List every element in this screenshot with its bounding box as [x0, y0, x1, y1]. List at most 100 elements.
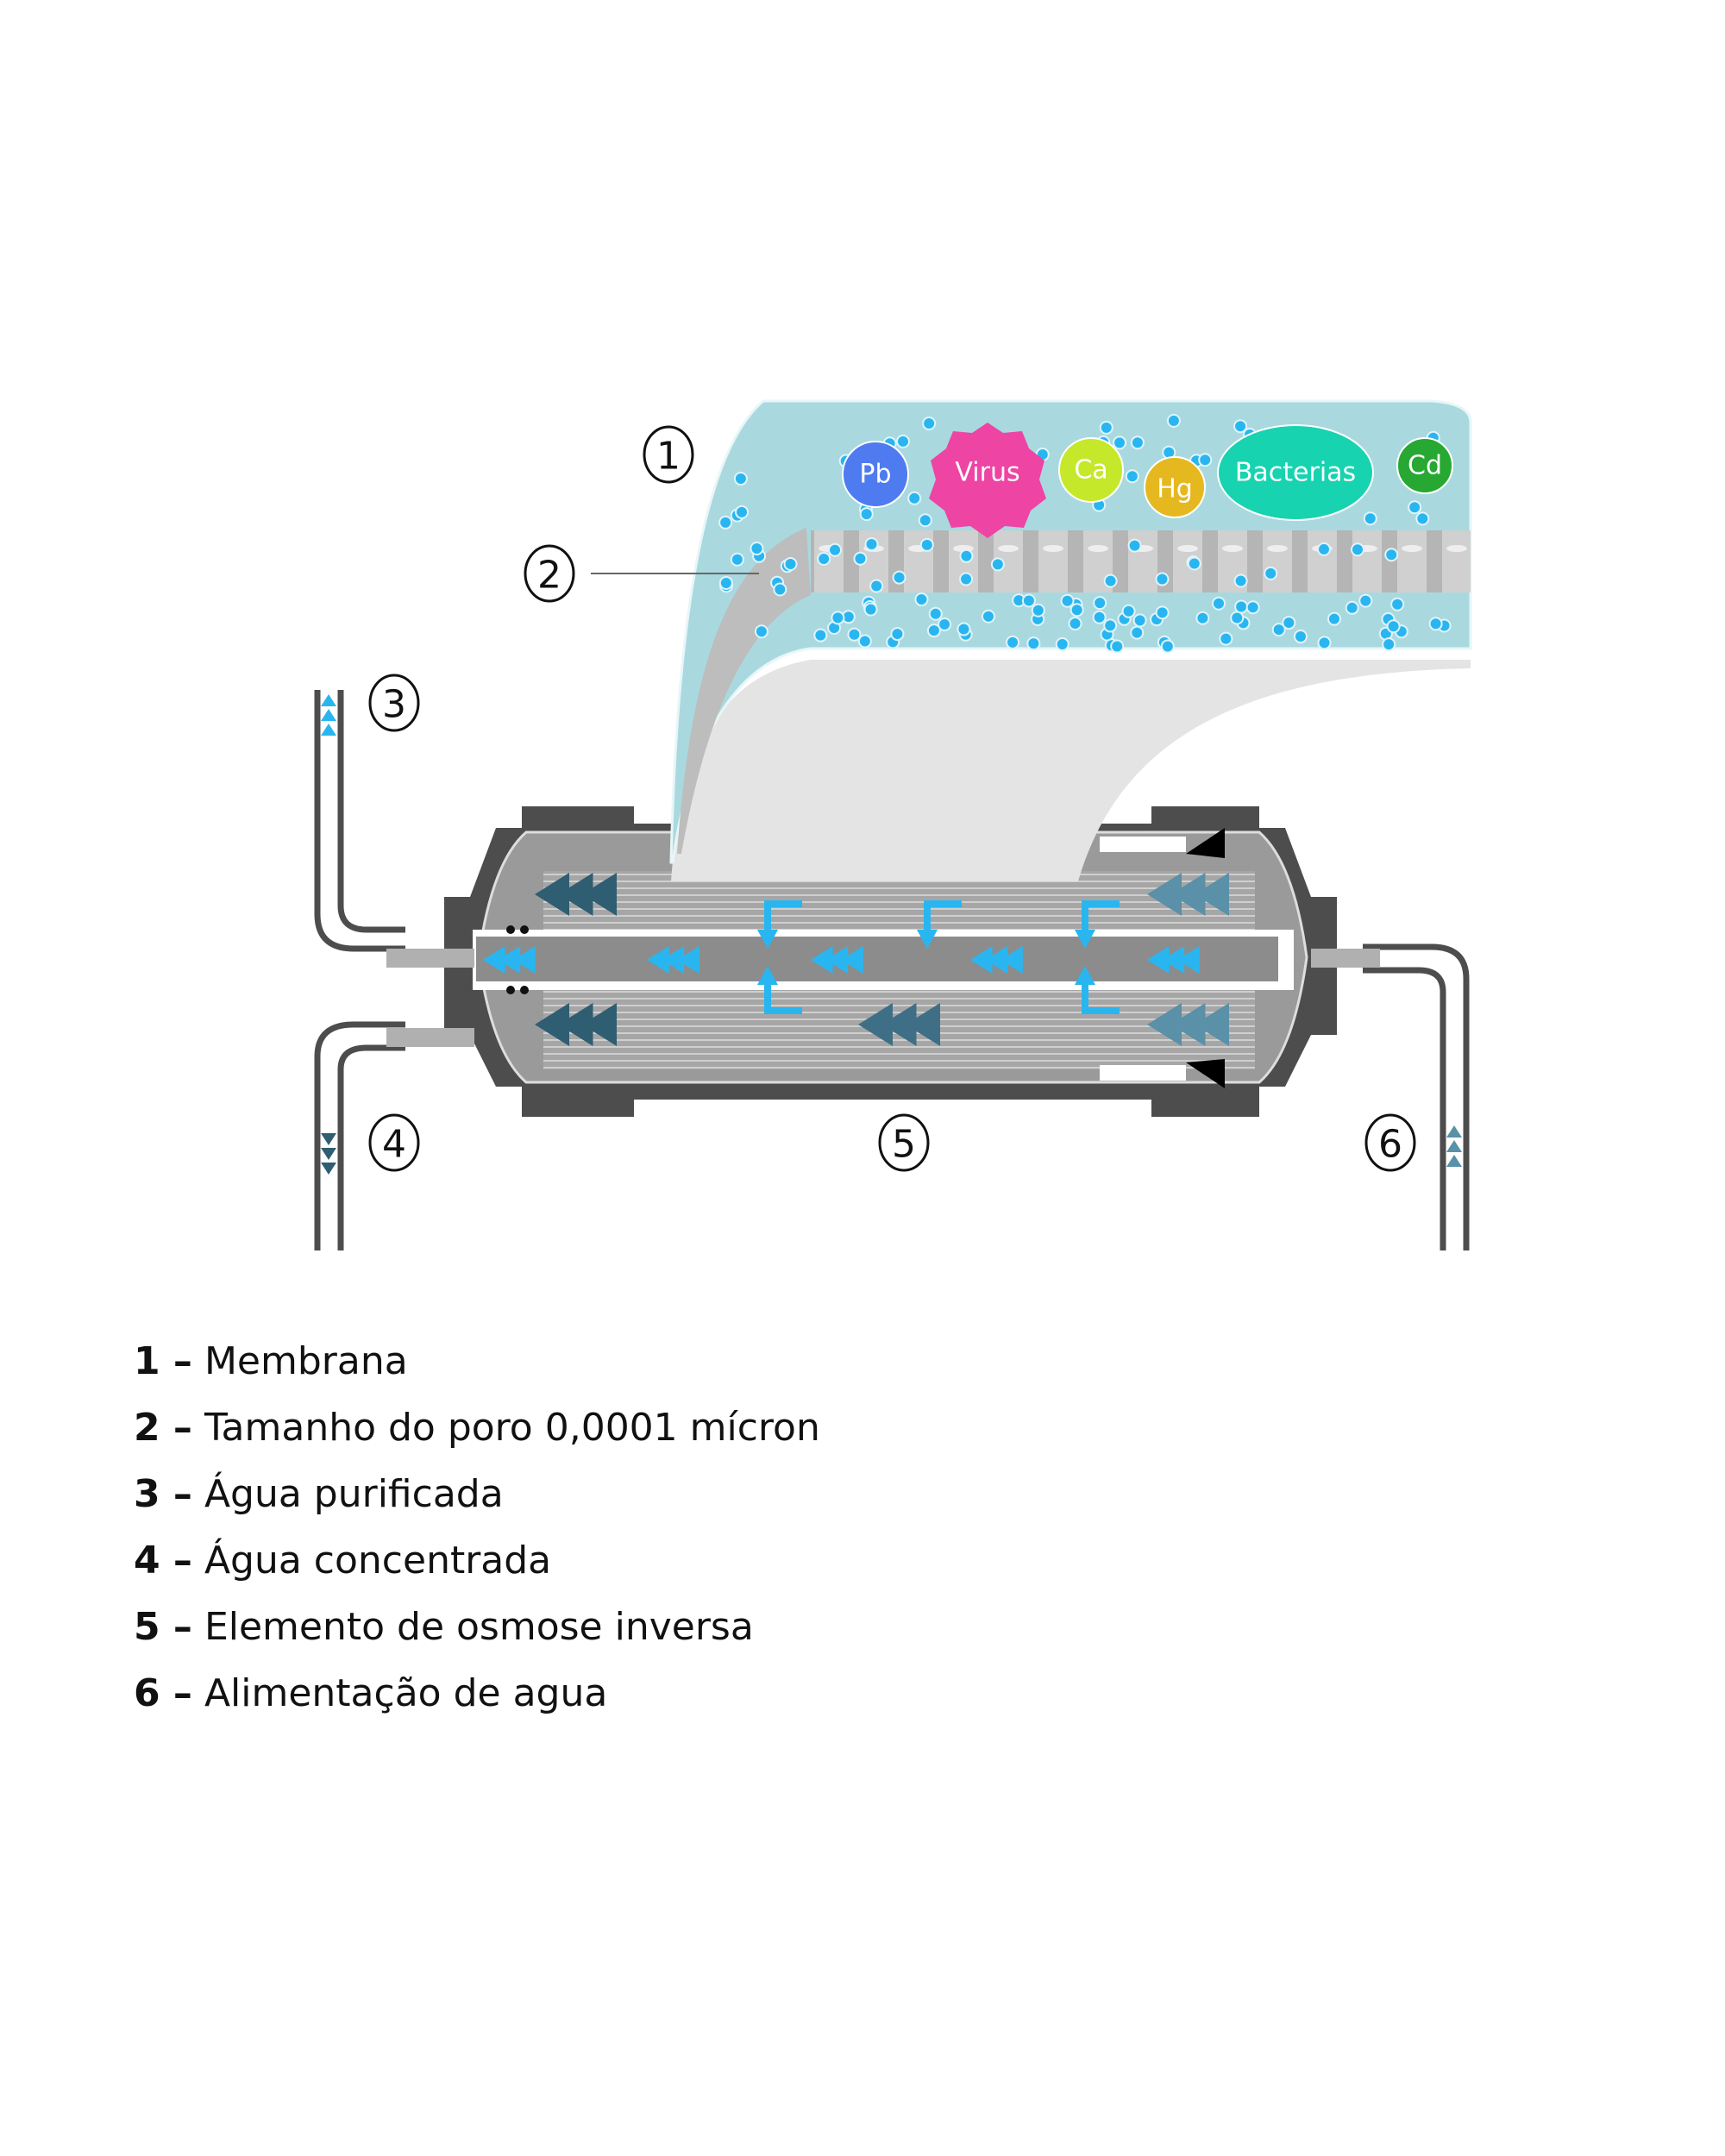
water-drop: [750, 541, 764, 555]
water-drop: [981, 609, 995, 624]
flow-arrows: [483, 873, 1229, 1046]
water-drop: [1408, 500, 1422, 515]
svg-text:Cd: Cd: [1408, 451, 1442, 481]
water-drop: [1384, 548, 1399, 562]
pipe-purified-water: [314, 690, 405, 952]
flow-arrow: [498, 946, 521, 974]
membrane-pores: [811, 530, 1471, 592]
flow-arrow: [1147, 1003, 1182, 1046]
water-drop: [847, 627, 862, 642]
flow-arrow: [647, 946, 669, 974]
particle-bacterias: Bacterias: [1217, 424, 1374, 521]
water-drop: [1110, 639, 1125, 654]
water-drop: [926, 624, 941, 638]
water-drop: [1212, 596, 1226, 611]
water-drop: [1363, 511, 1377, 526]
water-drop: [1068, 617, 1082, 631]
flow-arrow: [985, 946, 1008, 974]
particle-pb: Pb: [842, 441, 909, 508]
water-drop: [735, 505, 750, 519]
flow-arrow: [1195, 873, 1229, 916]
water-drop: [1187, 556, 1201, 571]
water-drop: [1233, 573, 1248, 588]
particle-virus: Virus: [929, 423, 1046, 538]
water-drop: [1195, 611, 1210, 625]
callout-6: 6: [1364, 1113, 1416, 1172]
flow-arrow: [841, 946, 863, 974]
water-drop: [1428, 617, 1443, 631]
water-drop: [890, 627, 905, 642]
purified-flow-indicator: [321, 694, 336, 736]
particle-hg: Hg: [1144, 456, 1206, 518]
water-drop: [1345, 600, 1359, 615]
water-drop: [754, 624, 768, 639]
feed-flow-indicator: [1446, 1125, 1462, 1167]
water-drop: [1415, 511, 1430, 526]
permeate-arrowhead: [757, 966, 778, 985]
flow-arrow: [558, 1003, 593, 1046]
callout-3: 3: [368, 674, 420, 732]
water-drop: [813, 628, 828, 642]
flow-arrow: [1147, 946, 1170, 974]
water-drop: [1130, 436, 1145, 450]
water-drop: [831, 611, 845, 625]
water-drop: [892, 570, 906, 585]
flow-arrow: [906, 1003, 940, 1046]
water-drop: [1293, 630, 1308, 644]
water-drop: [938, 617, 952, 632]
water-drop: [1155, 605, 1170, 620]
water-drop: [1390, 597, 1405, 611]
membrane-sheet: [671, 660, 1471, 881]
water-drop: [783, 557, 798, 572]
permeate-arrowhead: [1075, 966, 1095, 985]
water-drop: [853, 551, 868, 566]
permeate-arrowhead: [757, 930, 778, 949]
pipe-feed-water: [1363, 943, 1470, 1250]
water-drop: [957, 622, 971, 636]
water-drop: [1055, 637, 1070, 652]
water-drop: [1282, 616, 1296, 630]
water-drop: [863, 602, 878, 617]
svg-text:Bacterias: Bacterias: [1235, 458, 1356, 488]
water-drop: [718, 575, 733, 590]
flow-arrow: [970, 946, 993, 974]
water-drop: [1031, 603, 1045, 617]
svg-text:Virus: Virus: [955, 458, 1019, 488]
water-drop: [1060, 593, 1075, 608]
water-drop: [817, 551, 831, 566]
water-drop: [1160, 639, 1175, 654]
water-drop: [1093, 596, 1107, 611]
flow-arrow: [1162, 946, 1185, 974]
callout-5: 5: [878, 1113, 930, 1172]
flow-arrow: [1147, 873, 1182, 916]
svg-text:1: 1: [656, 435, 681, 479]
permeate-arrow: [764, 900, 802, 934]
permeate-arrow: [1082, 900, 1120, 934]
callout-2: 2: [524, 544, 575, 603]
water-drop: [773, 582, 787, 597]
water-drop: [1245, 600, 1260, 615]
pipe-concentrate: [314, 1021, 405, 1250]
legend-item: 6 – Alimentação de agua: [134, 1671, 608, 1715]
water-drop: [859, 507, 874, 522]
water-drop: [1021, 593, 1036, 608]
flow-arrow: [535, 873, 569, 916]
seal-left: [506, 925, 529, 994]
water-drop: [1127, 538, 1142, 553]
svg-text:5: 5: [892, 1123, 916, 1167]
water-drop: [1006, 635, 1020, 649]
water-drop: [914, 592, 929, 607]
callout-1: 1: [643, 425, 694, 484]
water-drop: [1070, 603, 1084, 617]
water-drop: [1103, 573, 1118, 588]
brine-seal: [1100, 828, 1225, 1088]
water-drop: [922, 417, 937, 431]
water-drop: [928, 606, 943, 621]
water-drop: [1350, 542, 1364, 557]
water-drop: [1026, 636, 1041, 651]
water-drop: [1092, 610, 1107, 624]
flow-arrow: [1177, 946, 1200, 974]
water-drop: [1132, 613, 1147, 628]
